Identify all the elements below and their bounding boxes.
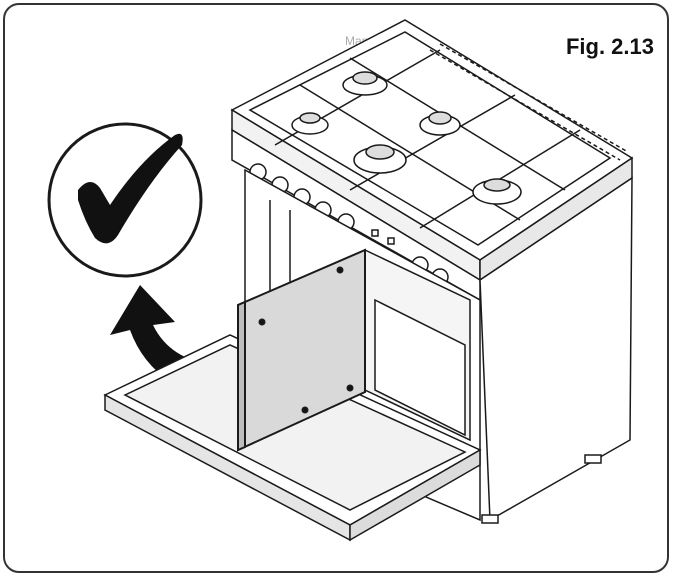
check-mark-icon (47, 122, 203, 278)
oven-door-open (103, 334, 482, 542)
cooker-feet (481, 454, 602, 524)
burners (291, 71, 522, 205)
figure-label: Fig. 2.13 (565, 34, 654, 59)
door-glass-panel (237, 248, 366, 452)
